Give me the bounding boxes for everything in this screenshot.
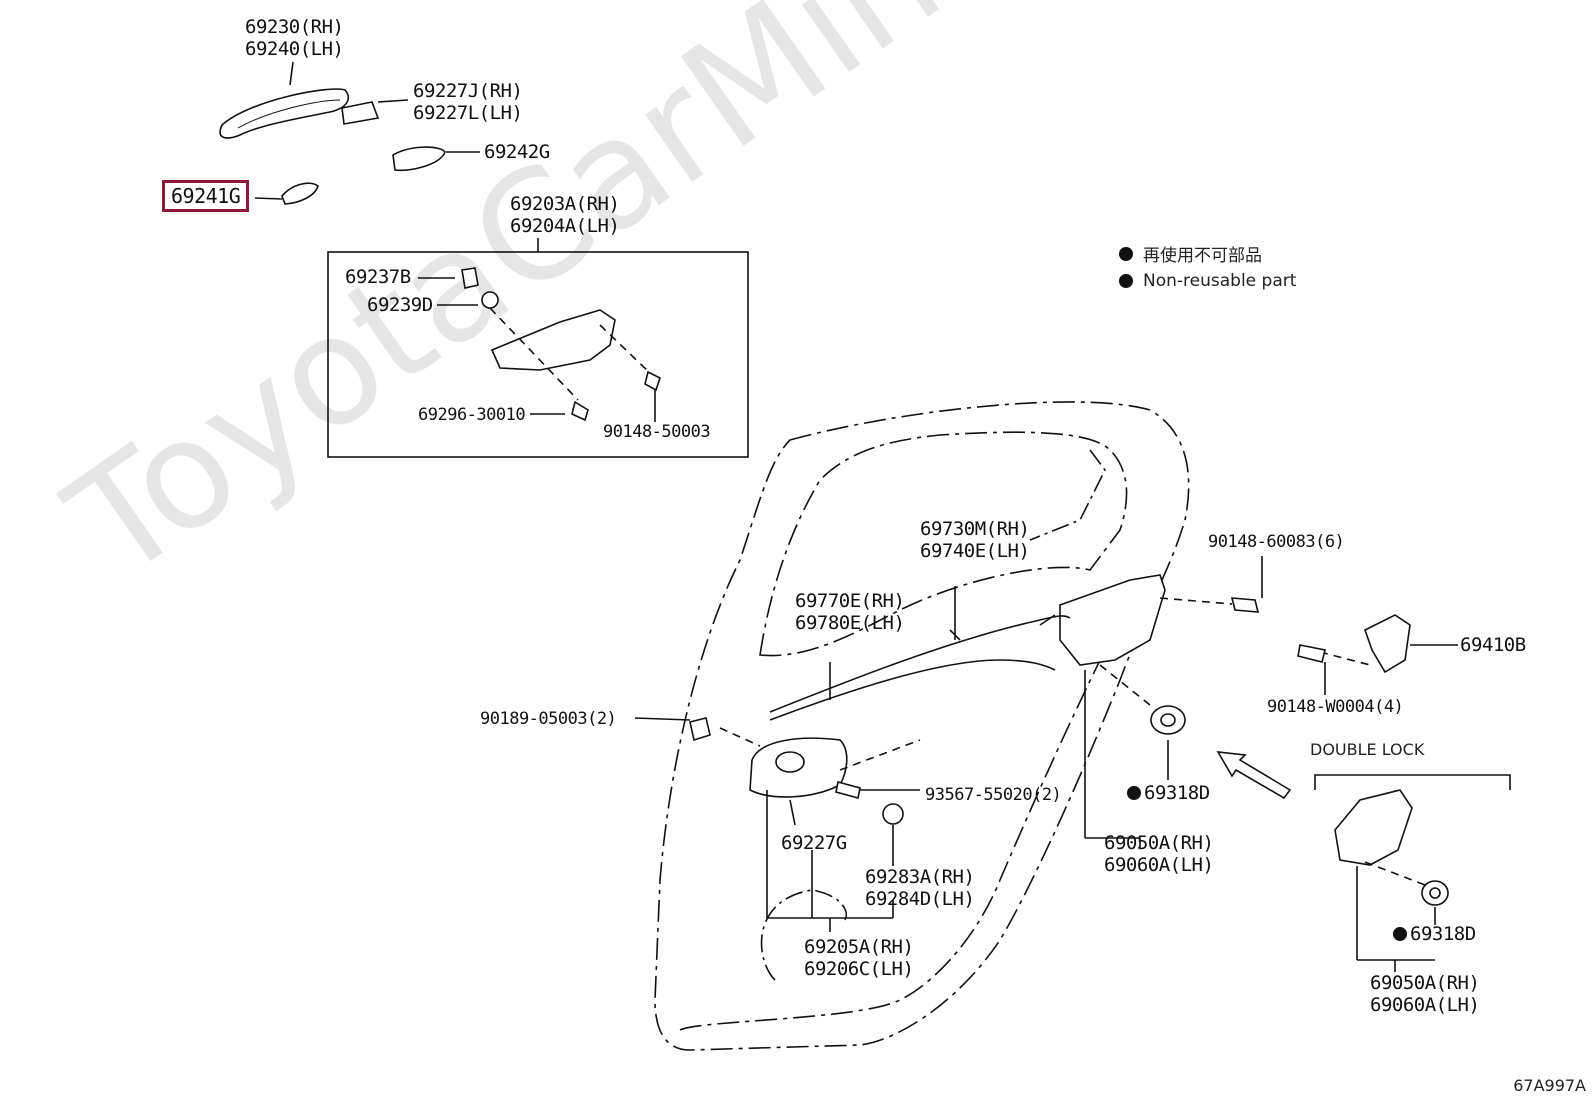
part-label-69242g[interactable]: 69242G <box>484 141 550 163</box>
door-rod <box>1029 449 1106 541</box>
grommet-shape <box>689 717 711 742</box>
part-label-69239d[interactable]: 69239D <box>367 294 433 316</box>
legend-row-japanese: 再使用不可部品 <box>1119 240 1296 267</box>
part-label-69227g[interactable]: 69227G <box>781 832 847 854</box>
part-label-90148-w0004[interactable]: 90148-W0004(4) <box>1267 697 1404 717</box>
part-label-90148-60083[interactable]: 90148-60083(6) <box>1208 532 1345 552</box>
striker-shape <box>1364 614 1411 674</box>
seal-ring-shape <box>1150 705 1186 735</box>
double-lock-assembly-shape <box>1334 789 1413 866</box>
part-label-69230[interactable]: 69230(RH)69240(LH) <box>245 16 344 60</box>
cover-69241g-shape <box>281 182 319 205</box>
part-label-69203a[interactable]: 69203A(RH)69204A(LH) <box>510 193 620 237</box>
legend: 再使用不可部品 Non-reusable part <box>1119 240 1296 294</box>
part-label-90189[interactable]: 90189-05003(2) <box>480 709 617 729</box>
part-label-69050a-main[interactable]: 69050A(RH)69060A(LH) <box>1104 832 1214 876</box>
filled-dot-icon <box>1119 246 1133 261</box>
part-label-90148-50003[interactable]: 90148-50003 <box>603 422 711 442</box>
diagram-code: 67A997A <box>1513 1076 1586 1095</box>
part-label-69050a-double-lock[interactable]: 69050A(RH)69060A(LH) <box>1370 972 1480 1016</box>
part-label-69730m[interactable]: 69730M(RH)69740E(LH) <box>920 518 1030 562</box>
part-label-69237b[interactable]: 69237B <box>345 266 411 288</box>
non-reusable-dot-icon <box>1127 786 1141 800</box>
non-reusable-dot-icon <box>1393 927 1407 941</box>
outside-handle-shape <box>219 88 349 139</box>
cable-upper <box>769 615 1071 713</box>
part-label-69227j[interactable]: 69227J(RH)69227L(LH) <box>413 80 523 124</box>
part-label-93567[interactable]: 93567-55020(2) <box>925 785 1062 805</box>
part-label-69241g-highlighted[interactable]: 69241G <box>162 180 250 212</box>
handle-pad-shape <box>392 146 446 172</box>
plug-shape <box>882 803 904 825</box>
part-label-69318d-main[interactable]: 69318D <box>1127 782 1210 804</box>
part-label-69283a[interactable]: 69283A(RH)69284D(LH) <box>865 866 975 910</box>
door-outline-outer <box>654 401 1190 1051</box>
door-inner-line <box>679 639 1111 1031</box>
part-label-69318d-double-lock[interactable]: 69318D <box>1393 923 1476 945</box>
part-label-69205a[interactable]: 69205A(RH)69206C(LH) <box>804 936 914 980</box>
double-lock-title: DOUBLE LOCK <box>1310 740 1425 759</box>
frame-assembly-shape <box>490 309 616 371</box>
part-label-69410b[interactable]: 69410B <box>1460 634 1526 656</box>
handle-cap-shape <box>341 101 380 125</box>
inside-handle-shape <box>749 737 848 798</box>
filled-dot-icon <box>1119 273 1133 288</box>
legend-row-english: Non-reusable part <box>1119 267 1296 294</box>
door-lock-assembly-shape <box>1059 574 1166 666</box>
part-label-69296[interactable]: 69296-30010 <box>418 405 526 425</box>
part-label-69770e[interactable]: 69770E(RH)69780E(LH) <box>795 590 905 634</box>
direction-arrow <box>1216 751 1292 800</box>
